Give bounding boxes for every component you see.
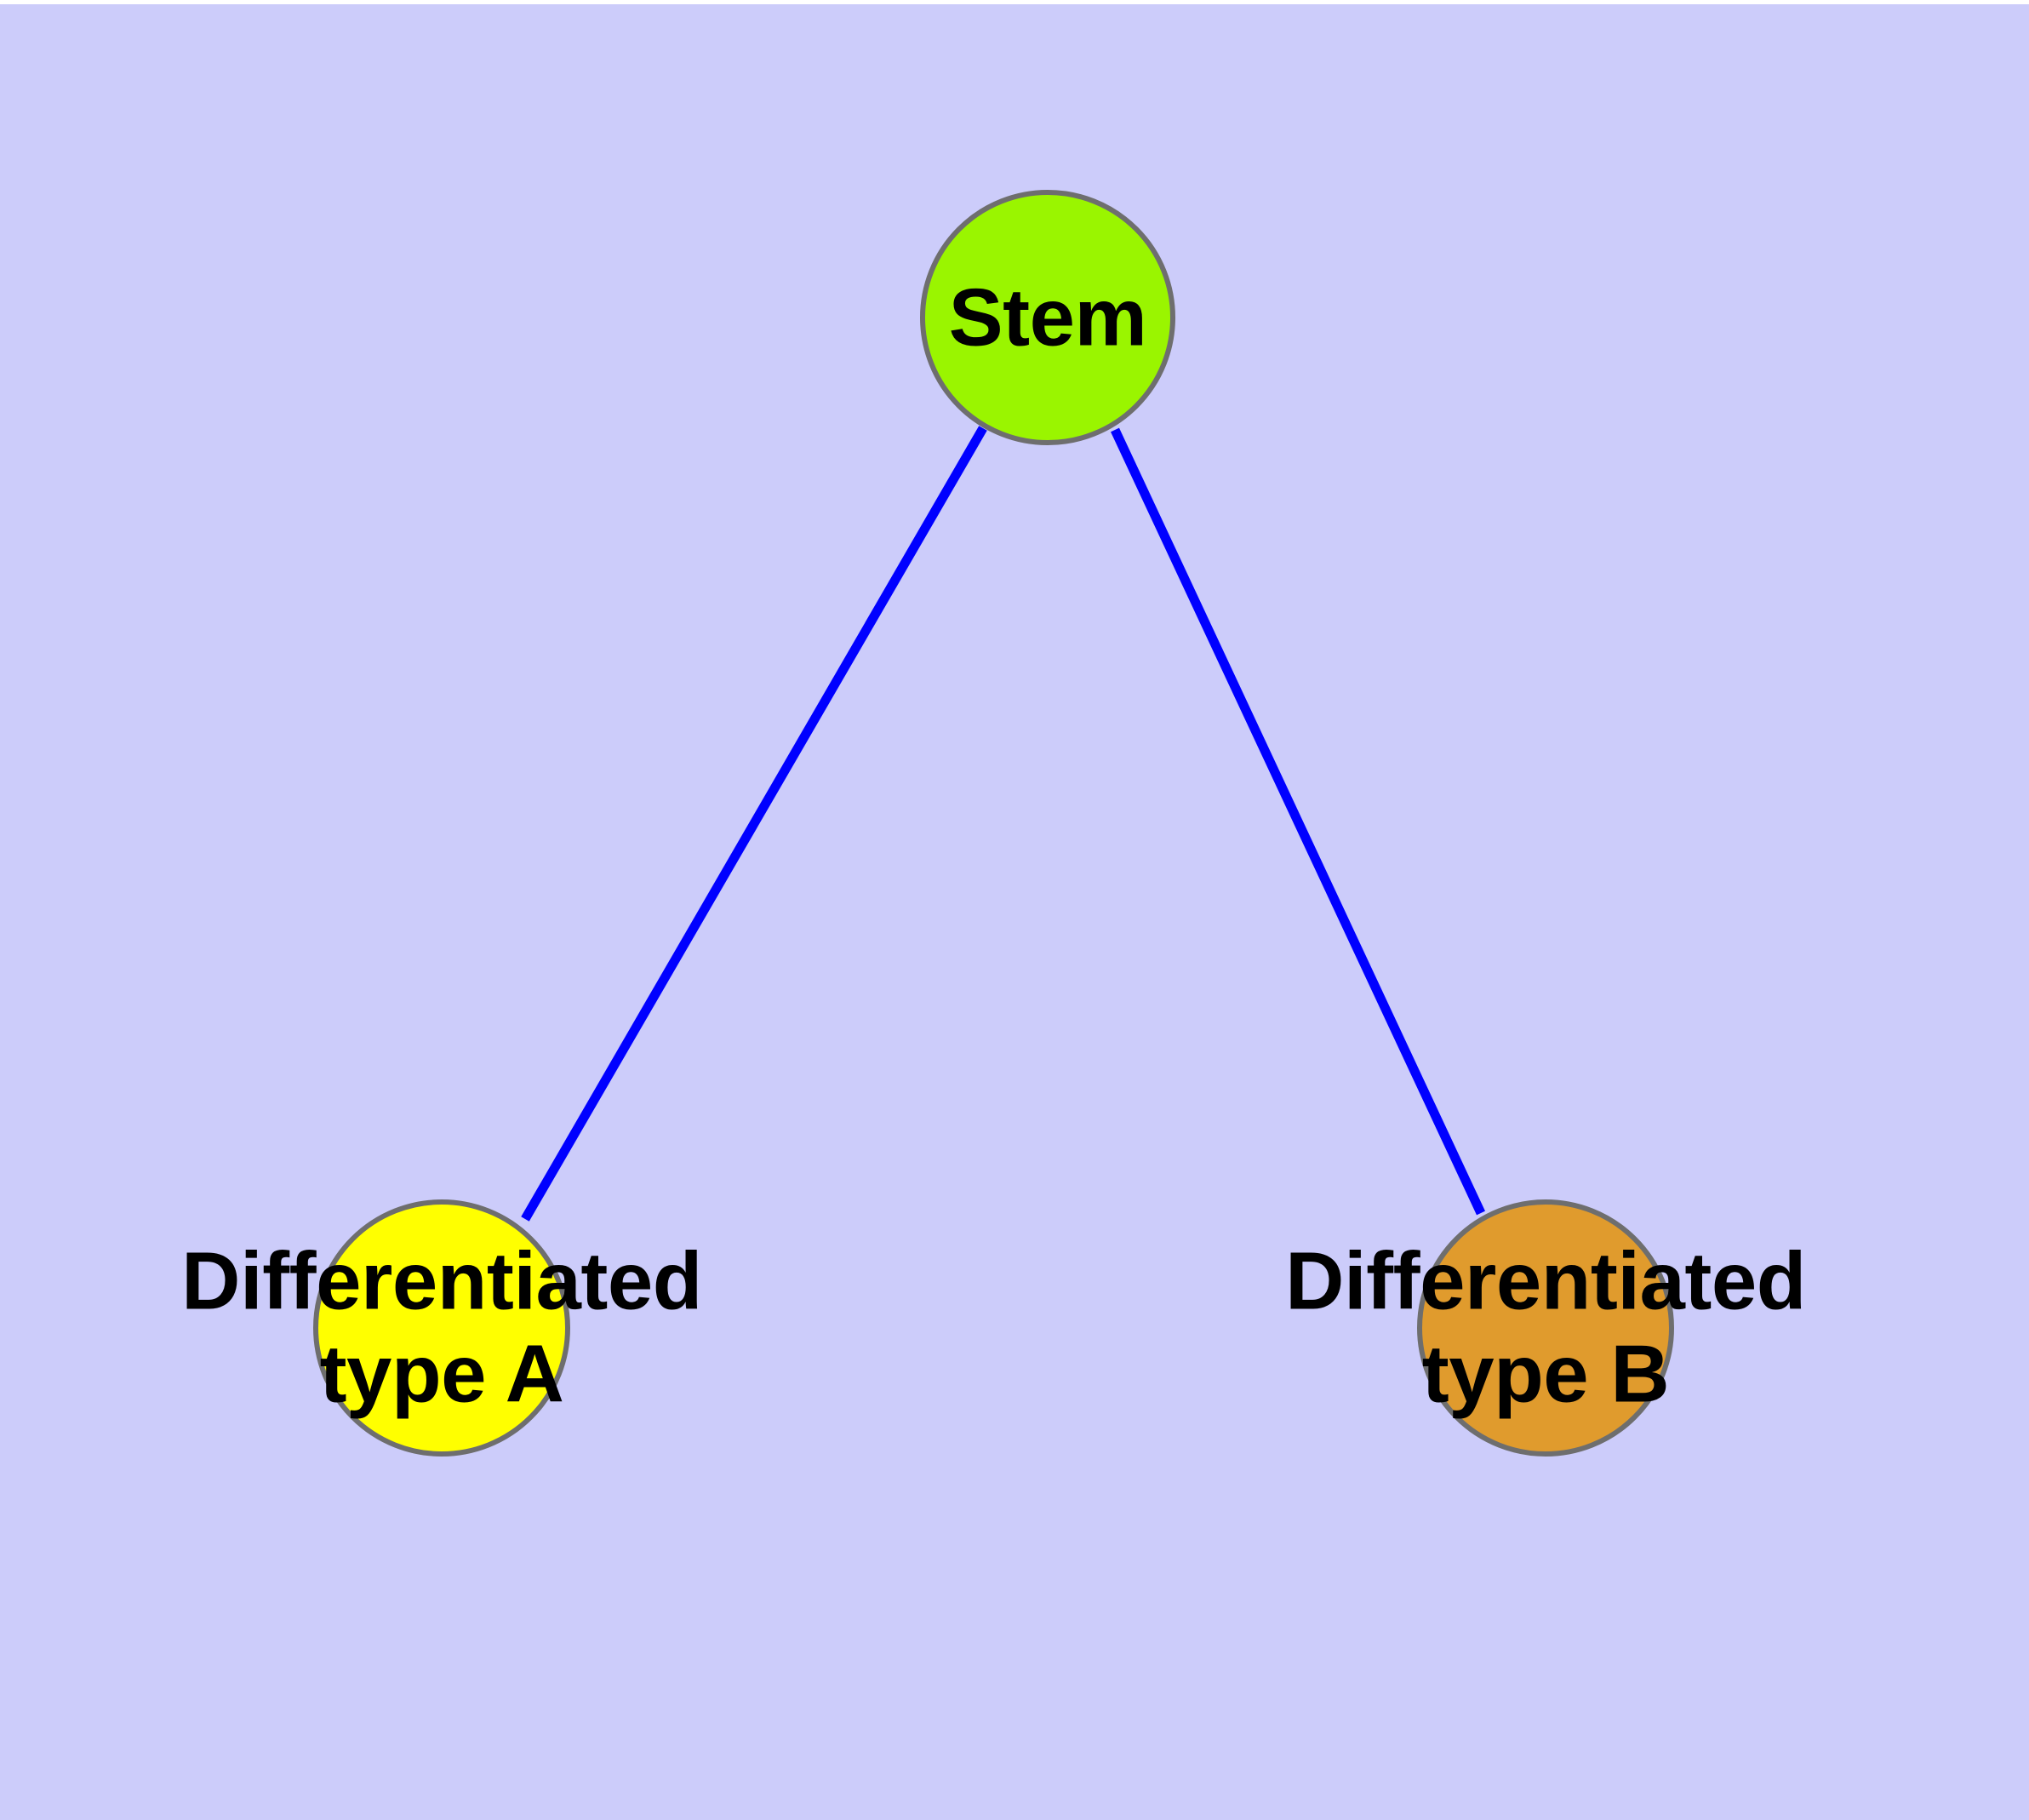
node-stem[interactable] <box>920 190 1175 445</box>
node-layer <box>313 190 1674 1457</box>
edge-stem-to-differentiated-type-b[interactable] <box>1111 427 1485 1216</box>
edge-stem-to-differentiated-type-a[interactable] <box>521 426 987 1222</box>
node-differentiated-type-b[interactable] <box>1417 1199 1674 1457</box>
edge-layer <box>521 426 1485 1222</box>
node-differentiated-type-a[interactable] <box>313 1199 570 1457</box>
